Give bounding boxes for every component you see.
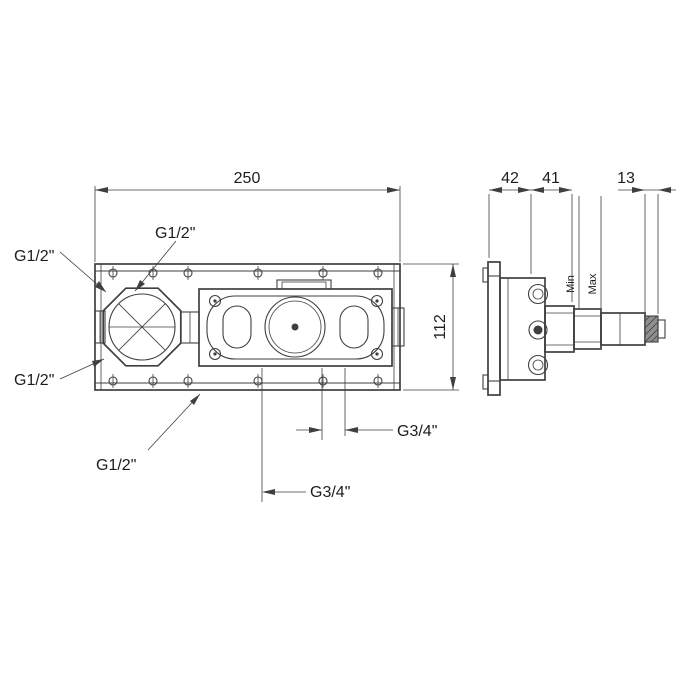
top-fitting bbox=[527, 283, 549, 305]
cartridge-shaft bbox=[544, 305, 666, 353]
central-spindle bbox=[264, 296, 326, 358]
minmax-references: Min Max bbox=[565, 196, 602, 312]
mounting-holes-bottom bbox=[108, 374, 383, 388]
dim-13-label: 13 bbox=[617, 170, 635, 187]
dim-42-41: 42 41 bbox=[488, 170, 573, 302]
shaft-end-cap bbox=[657, 319, 666, 339]
right-valve-slot bbox=[339, 305, 369, 349]
wall-bracket bbox=[482, 261, 501, 396]
port-label-g12-bottom: G1/2" bbox=[96, 457, 136, 474]
port-label-g34-right: G3/4" bbox=[397, 423, 437, 440]
port-label-g34-bottom: G3/4" bbox=[310, 484, 350, 501]
front-view: 250 112 G1/2" G1/2" G1/2" bbox=[14, 170, 459, 502]
port-leader-g12-bottom: G1/2" bbox=[96, 393, 201, 474]
port-label-g12-top-left: G1/2" bbox=[14, 248, 54, 265]
dim-13: 13 bbox=[617, 170, 676, 314]
valve-octagon bbox=[94, 287, 200, 367]
port-label-g12-top-inner: G1/2" bbox=[155, 225, 195, 242]
max-label: Max bbox=[587, 273, 599, 294]
dim-42-label: 42 bbox=[501, 170, 519, 187]
mounting-holes-top bbox=[108, 266, 383, 280]
outlet-g34-right: G3/4" bbox=[296, 368, 437, 440]
cartridge-block bbox=[198, 279, 405, 367]
dim-112: 112 bbox=[403, 263, 459, 391]
port-leader-g12-top-left: G1/2" bbox=[14, 248, 107, 293]
center-spindle-side bbox=[528, 320, 548, 340]
top-tab bbox=[276, 279, 332, 290]
corner-screws bbox=[208, 294, 384, 361]
port-label-g12-left-lower: G1/2" bbox=[14, 372, 54, 389]
left-valve-slot bbox=[222, 305, 252, 349]
shaft-tip-hatched bbox=[644, 315, 659, 343]
outlet-g34-bottom: G3/4" bbox=[261, 368, 350, 502]
dim-250: 250 bbox=[94, 170, 401, 262]
side-view: 42 41 13 Min Max bbox=[482, 170, 676, 396]
valve-body-side bbox=[499, 277, 549, 381]
dim-41-label: 41 bbox=[542, 170, 560, 187]
dim-112-label: 112 bbox=[432, 314, 449, 340]
mounting-plate bbox=[94, 263, 401, 391]
port-leader-g12-left-lower: G1/2" bbox=[14, 358, 105, 389]
port-leader-g12-top-inner: G1/2" bbox=[134, 225, 195, 292]
min-label: Min bbox=[565, 275, 577, 293]
bottom-fitting bbox=[527, 354, 549, 376]
dim-250-label: 250 bbox=[234, 170, 261, 187]
